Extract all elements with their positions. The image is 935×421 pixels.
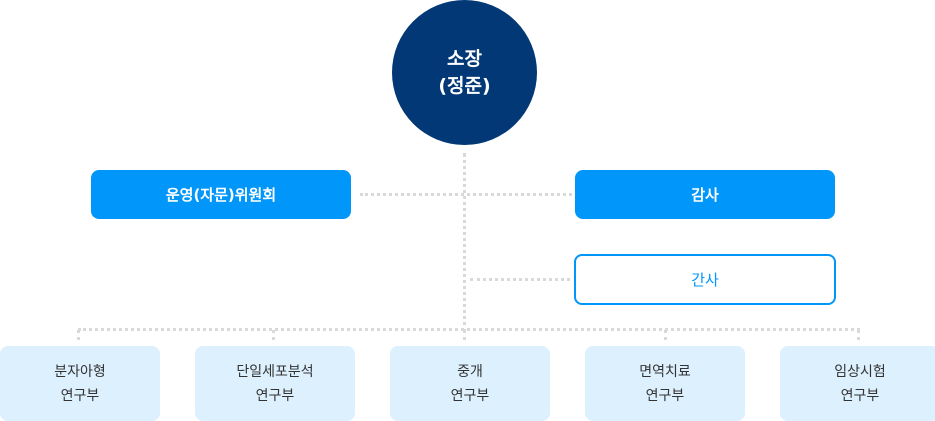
department-node: 중개 연구부 (390, 346, 550, 421)
committee-node: 운영(자문)위원회 (91, 170, 351, 219)
committee-label: 운영(자문)위원회 (165, 186, 277, 204)
department-suffix: 연구부 (60, 387, 100, 404)
department-name: 임상시험 (834, 363, 886, 380)
department-node: 면역치료 연구부 (585, 346, 745, 421)
department-suffix: 연구부 (645, 387, 685, 404)
secretary-node: 간사 (574, 254, 836, 305)
audit-node: 감사 (575, 170, 835, 219)
department-name: 중개 (457, 363, 483, 380)
department-node: 분자아형 연구부 (0, 346, 160, 421)
department-node: 단일세포분석 연구부 (195, 346, 355, 421)
connector-dept-1 (77, 330, 80, 340)
department-name: 면역치료 (639, 363, 691, 380)
department-suffix: 연구부 (450, 387, 490, 404)
connector-committee-audit (360, 193, 572, 196)
connector-secretary (470, 278, 570, 281)
connector-dept-3 (463, 330, 466, 340)
director-node: 소장 (정준) (392, 0, 537, 145)
department-suffix: 연구부 (255, 387, 295, 404)
department-name: 단일세포분석 (236, 363, 314, 380)
department-suffix: 연구부 (840, 387, 880, 404)
department-name: 분자아형 (54, 363, 106, 380)
director-name: (정준) (438, 74, 491, 97)
audit-label: 감사 (691, 186, 719, 204)
department-node: 임상시험 연구부 (780, 346, 935, 421)
director-title: 소장 (447, 47, 482, 70)
connector-dept-2 (272, 330, 275, 340)
connector-departments (78, 328, 860, 331)
connector-main-vertical (463, 153, 466, 333)
connector-dept-5 (857, 330, 860, 340)
connector-dept-4 (664, 330, 667, 340)
secretary-label: 간사 (691, 271, 719, 289)
